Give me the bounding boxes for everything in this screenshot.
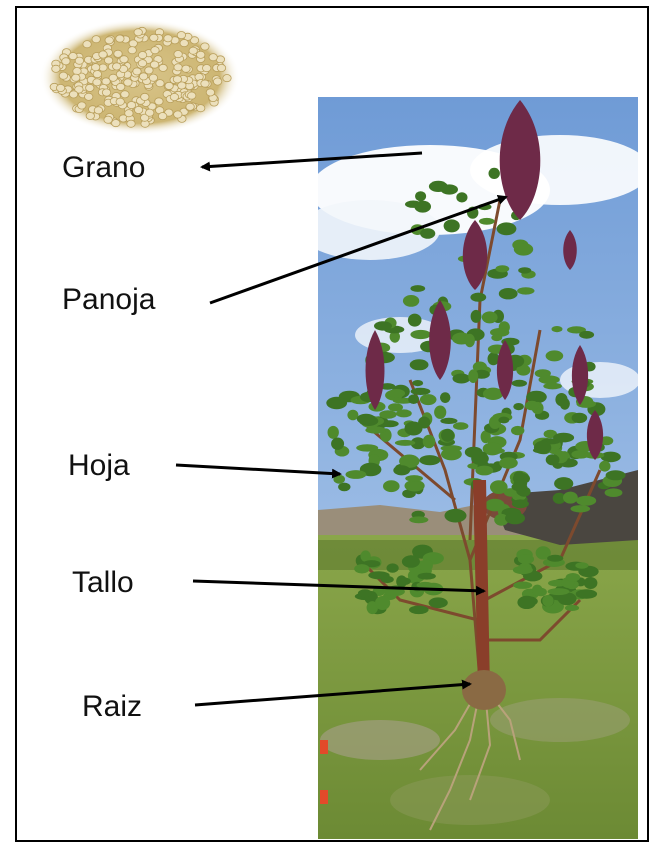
label-grano: Grano <box>62 151 145 185</box>
quinoa-grain-icon <box>40 19 240 135</box>
label-hoja: Hoja <box>68 449 130 483</box>
label-tallo: Tallo <box>72 566 134 600</box>
arrow-hoja <box>176 465 340 474</box>
label-raiz: Raiz <box>82 690 142 724</box>
label-panoja: Panoja <box>62 283 155 317</box>
